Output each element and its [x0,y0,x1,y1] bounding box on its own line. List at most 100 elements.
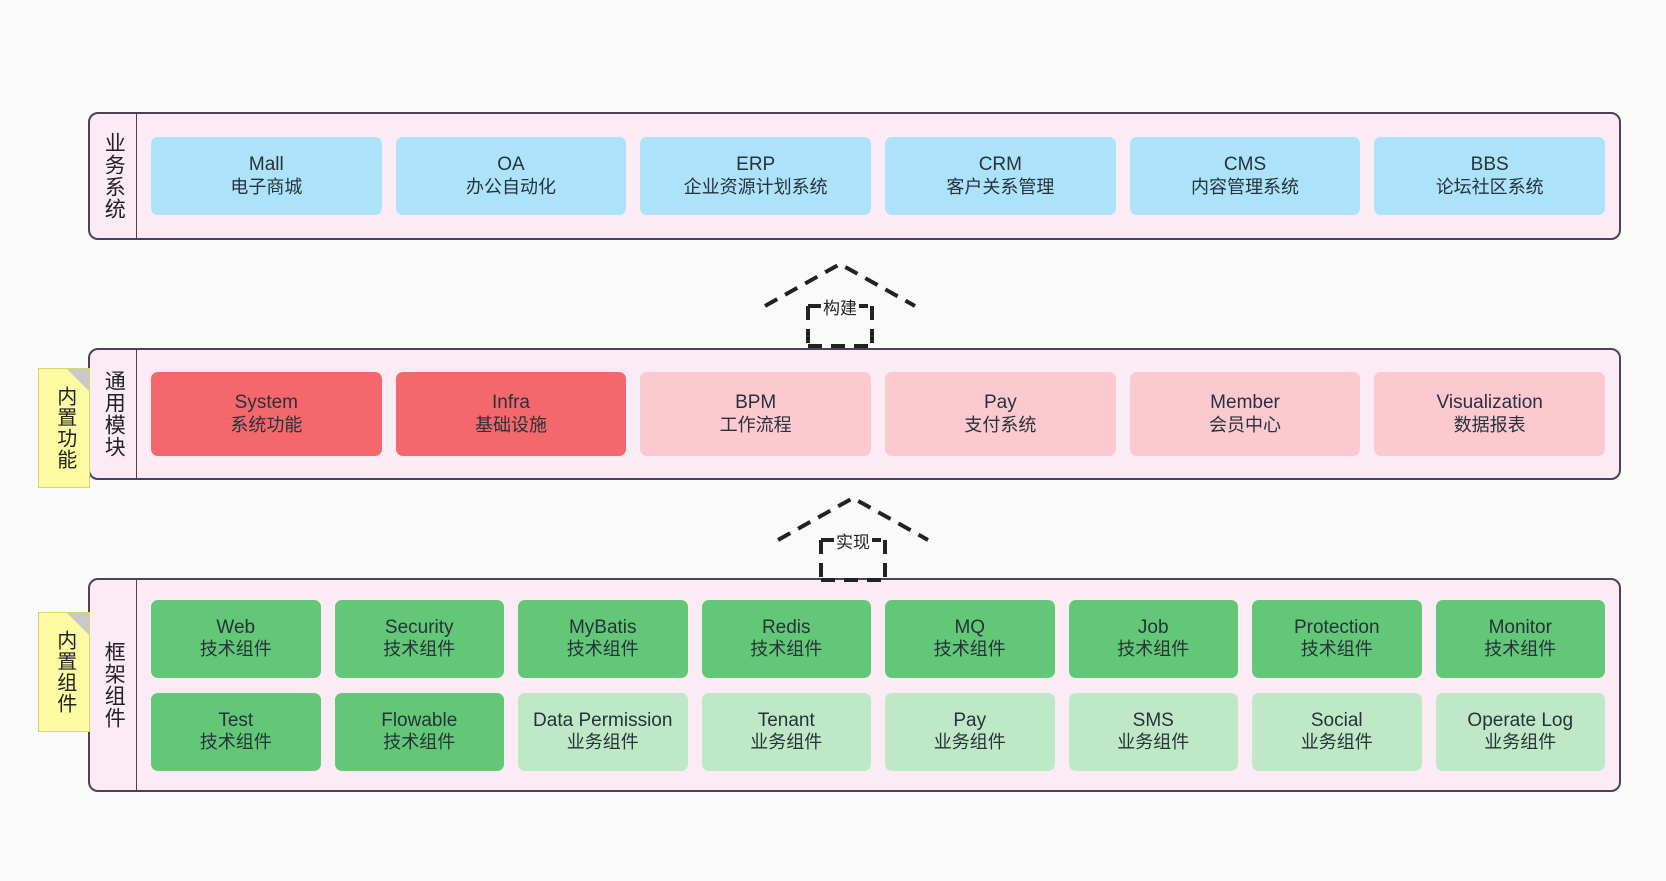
node-social[interactable]: Social 业务组件 [1252,692,1422,771]
node-title: Visualization [1436,392,1543,414]
node-subtitle: 技术组件 [1300,639,1373,660]
sticky-note-builtin-components[interactable]: 内置组件 [38,612,90,732]
node-mybatis[interactable]: MyBatis 技术组件 [518,599,688,678]
node-erp[interactable]: ERP 企业资源计划系统 [640,137,872,215]
node-subtitle: 会员中心 [1209,414,1282,435]
node-bpm[interactable]: BPM 工作流程 [640,372,872,456]
node-title: Pay [953,709,987,731]
node-title: Mall [248,154,284,176]
arrow-build: 构建 [755,258,925,348]
node-title: ERP [736,154,776,176]
node-title: Monitor [1488,616,1552,638]
node-title: CMS [1223,154,1267,176]
node-subtitle: 技术组件 [1117,639,1190,660]
sticky-note-label: 内置组件 [53,630,76,714]
node-subtitle: 技术组件 [750,639,823,660]
node-pay-component[interactable]: Pay 业务组件 [885,692,1055,771]
layer-label-business-system: 业务系统 [90,114,137,238]
node-title: System [234,392,299,414]
layer-framework-components: 框架组件 Web 技术组件 Security 技术组件 MyBatis 技术组件… [88,578,1621,792]
framework-node-row-technical: Web 技术组件 Security 技术组件 MyBatis 技术组件 Redi… [151,599,1605,678]
sticky-note-builtin-features[interactable]: 内置功能 [38,368,90,488]
node-subtitle: 电子商城 [230,176,303,197]
node-data-permission[interactable]: Data Permission 业务组件 [518,692,688,771]
node-subtitle: 数据报表 [1453,414,1526,435]
node-visualization[interactable]: Visualization 数据报表 [1374,372,1606,456]
layer-label-common-modules: 通用模块 [90,350,137,478]
node-mall[interactable]: Mall 电子商城 [151,137,382,215]
node-subtitle: 技术组件 [199,639,272,660]
node-sms[interactable]: SMS 业务组件 [1068,692,1238,771]
layer-body-common-modules: System 系统功能 Infra 基础设施 BPM 工作流程 Pay 支付系统… [137,350,1619,478]
node-title: MQ [954,616,986,638]
layer-label-framework-components: 框架组件 [90,580,137,790]
node-subtitle: 系统功能 [230,414,303,435]
node-monitor[interactable]: Monitor 技术组件 [1435,599,1605,678]
node-title: Security [384,616,454,638]
folded-corner-icon [67,369,89,391]
node-subtitle: 业务组件 [933,732,1006,753]
node-protection[interactable]: Protection 技术组件 [1252,599,1422,678]
node-infra[interactable]: Infra 基础设施 [395,372,627,456]
node-subtitle: 业务组件 [750,732,823,753]
node-title: Social [1310,709,1363,731]
node-cms[interactable]: CMS 内容管理系统 [1129,137,1361,215]
node-subtitle: 内容管理系统 [1191,176,1300,197]
node-subtitle: 技术组件 [199,732,272,753]
node-web[interactable]: Web 技术组件 [151,599,321,678]
node-title: Data Permission [533,709,673,731]
modules-node-row: System 系统功能 Infra 基础设施 BPM 工作流程 Pay 支付系统… [151,372,1606,456]
node-test[interactable]: Test 技术组件 [151,692,321,771]
node-tenant[interactable]: Tenant 业务组件 [701,692,871,771]
node-title: Job [1137,616,1169,638]
node-operate-log[interactable]: Operate Log 业务组件 [1435,692,1605,771]
node-oa[interactable]: OA 办公自动化 [395,137,627,215]
node-title: Tenant [757,709,815,731]
node-member[interactable]: Member 会员中心 [1129,372,1361,456]
business-node-row: Mall 电子商城 OA 办公自动化 ERP 企业资源计划系统 CRM 客户关系… [151,137,1606,215]
node-title: Flowable [381,709,458,731]
layer-body-framework-components: Web 技术组件 Security 技术组件 MyBatis 技术组件 Redi… [137,580,1619,790]
node-subtitle: 工作流程 [719,414,792,435]
node-title: OA [497,154,525,176]
node-subtitle: 业务组件 [1484,732,1557,753]
node-title: BPM [735,392,777,414]
layer-business-system: 业务系统 Mall 电子商城 OA 办公自动化 ERP 企业资源计划系统 CRM… [88,112,1621,240]
node-pay-module[interactable]: Pay 支付系统 [885,372,1116,456]
sticky-note-label: 内置功能 [53,386,76,470]
arrow-realize: 实现 [768,492,938,582]
node-title: Web [216,616,256,638]
node-bbs[interactable]: BBS 论坛社区系统 [1374,137,1606,215]
node-subtitle: 基础设施 [475,414,547,435]
node-security[interactable]: Security 技术组件 [334,599,504,678]
layer-body-business-system: Mall 电子商城 OA 办公自动化 ERP 企业资源计划系统 CRM 客户关系… [137,114,1619,238]
node-title: MyBatis [568,616,637,638]
node-crm[interactable]: CRM 客户关系管理 [885,137,1116,215]
node-title: SMS [1132,709,1174,731]
node-title: BBS [1470,154,1509,176]
arrow-realize-label: 实现 [834,528,872,553]
node-title: Test [218,709,254,731]
node-system[interactable]: System 系统功能 [151,372,382,456]
node-job[interactable]: Job 技术组件 [1068,599,1238,678]
arrow-build-label: 构建 [821,294,859,319]
node-title: Pay [983,392,1017,414]
node-title: CRM [978,154,1022,176]
framework-node-row-business: Test 技术组件 Flowable 技术组件 Data Permission … [151,692,1605,771]
node-flowable[interactable]: Flowable 技术组件 [334,692,504,771]
node-subtitle: 论坛社区系统 [1435,176,1544,197]
layer-common-modules: 通用模块 System 系统功能 Infra 基础设施 BPM 工作流程 Pay… [88,348,1621,480]
node-title: Protection [1293,616,1380,638]
node-subtitle: 技术组件 [933,639,1006,660]
node-title: Infra [491,392,531,414]
node-redis[interactable]: Redis 技术组件 [701,599,871,678]
node-title: Redis [761,616,811,638]
node-mq[interactable]: MQ 技术组件 [885,599,1055,678]
node-subtitle: 技术组件 [1484,639,1557,660]
node-subtitle: 业务组件 [1300,732,1373,753]
node-subtitle: 业务组件 [1117,732,1190,753]
folded-corner-icon [67,613,89,635]
node-subtitle: 技术组件 [383,732,456,753]
node-subtitle: 企业资源计划系统 [683,176,828,197]
